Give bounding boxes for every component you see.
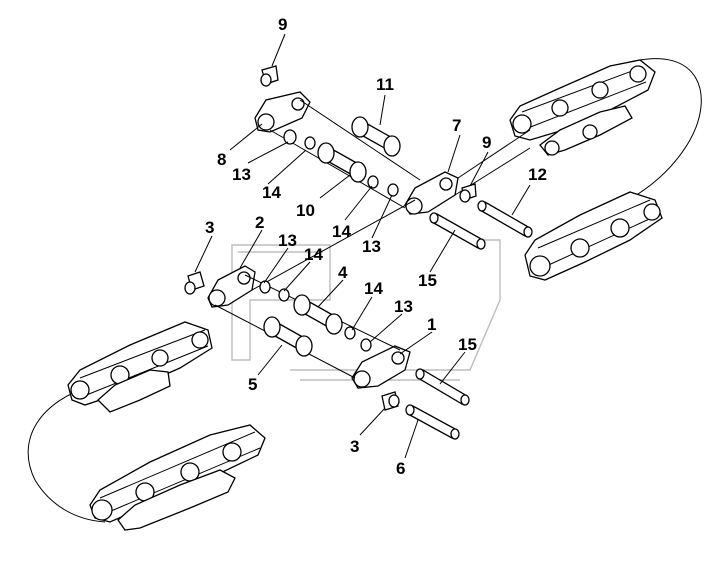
callout-3-lower: 3: [350, 437, 359, 456]
link-1: [351, 345, 411, 389]
pin-12b: [429, 212, 486, 250]
callout-13-center: 13: [362, 237, 381, 256]
callout-14-lower: 14: [364, 279, 383, 298]
callout-15-lower: 15: [458, 335, 477, 354]
pin-15: [415, 368, 470, 406]
callout-15-upper: 15: [418, 271, 437, 290]
callout-9-top: 9: [278, 15, 287, 34]
leader-lines: [194, 33, 531, 459]
callout-13-lower: 13: [394, 297, 413, 316]
callout-14-top: 14: [262, 183, 281, 202]
chain-section-upper-right: [509, 59, 656, 156]
link-7: [404, 171, 459, 215]
callout-13-left: 13: [278, 231, 297, 250]
callout-2: 2: [255, 213, 264, 232]
pin-6: [405, 404, 460, 440]
bushing-4: [293, 294, 343, 335]
callout-13-top: 13: [232, 165, 251, 184]
callout-5: 5: [248, 375, 257, 394]
cap-9-right: [459, 183, 477, 203]
cap-3-left: [184, 271, 205, 295]
chain-loop-upper: [609, 58, 702, 211]
bushing-5: [263, 316, 313, 357]
callout-1: 1: [427, 315, 436, 334]
callout-12: 12: [528, 165, 547, 184]
callout-8: 8: [217, 150, 226, 169]
chain-section-left: [67, 321, 213, 413]
callout-6: 6: [396, 459, 405, 478]
callout-3-left: 3: [205, 218, 214, 237]
callout-9-right: 9: [482, 133, 491, 152]
chain-loop-lower: [27, 384, 106, 523]
bushing-11: [351, 116, 401, 157]
pin-12: [477, 200, 533, 238]
callout-11: 11: [376, 75, 394, 94]
chain-section-bottom: [89, 424, 266, 531]
cap-3-lower: [381, 391, 400, 411]
callout-4: 4: [338, 263, 348, 282]
callout-14-mid: 14: [332, 222, 351, 241]
callout-7: 7: [452, 116, 461, 135]
callout-10: 10: [296, 201, 315, 220]
chain-section-right: [524, 191, 663, 281]
link-8: [254, 91, 311, 133]
bushing-10: [317, 142, 367, 183]
callout-14-left: 14: [304, 245, 323, 264]
cap-9-upper: [260, 65, 279, 87]
callout-labels: 9 11 7 9 8 13 14 12 10 14 3 2 13 14 13 1…: [205, 15, 547, 478]
